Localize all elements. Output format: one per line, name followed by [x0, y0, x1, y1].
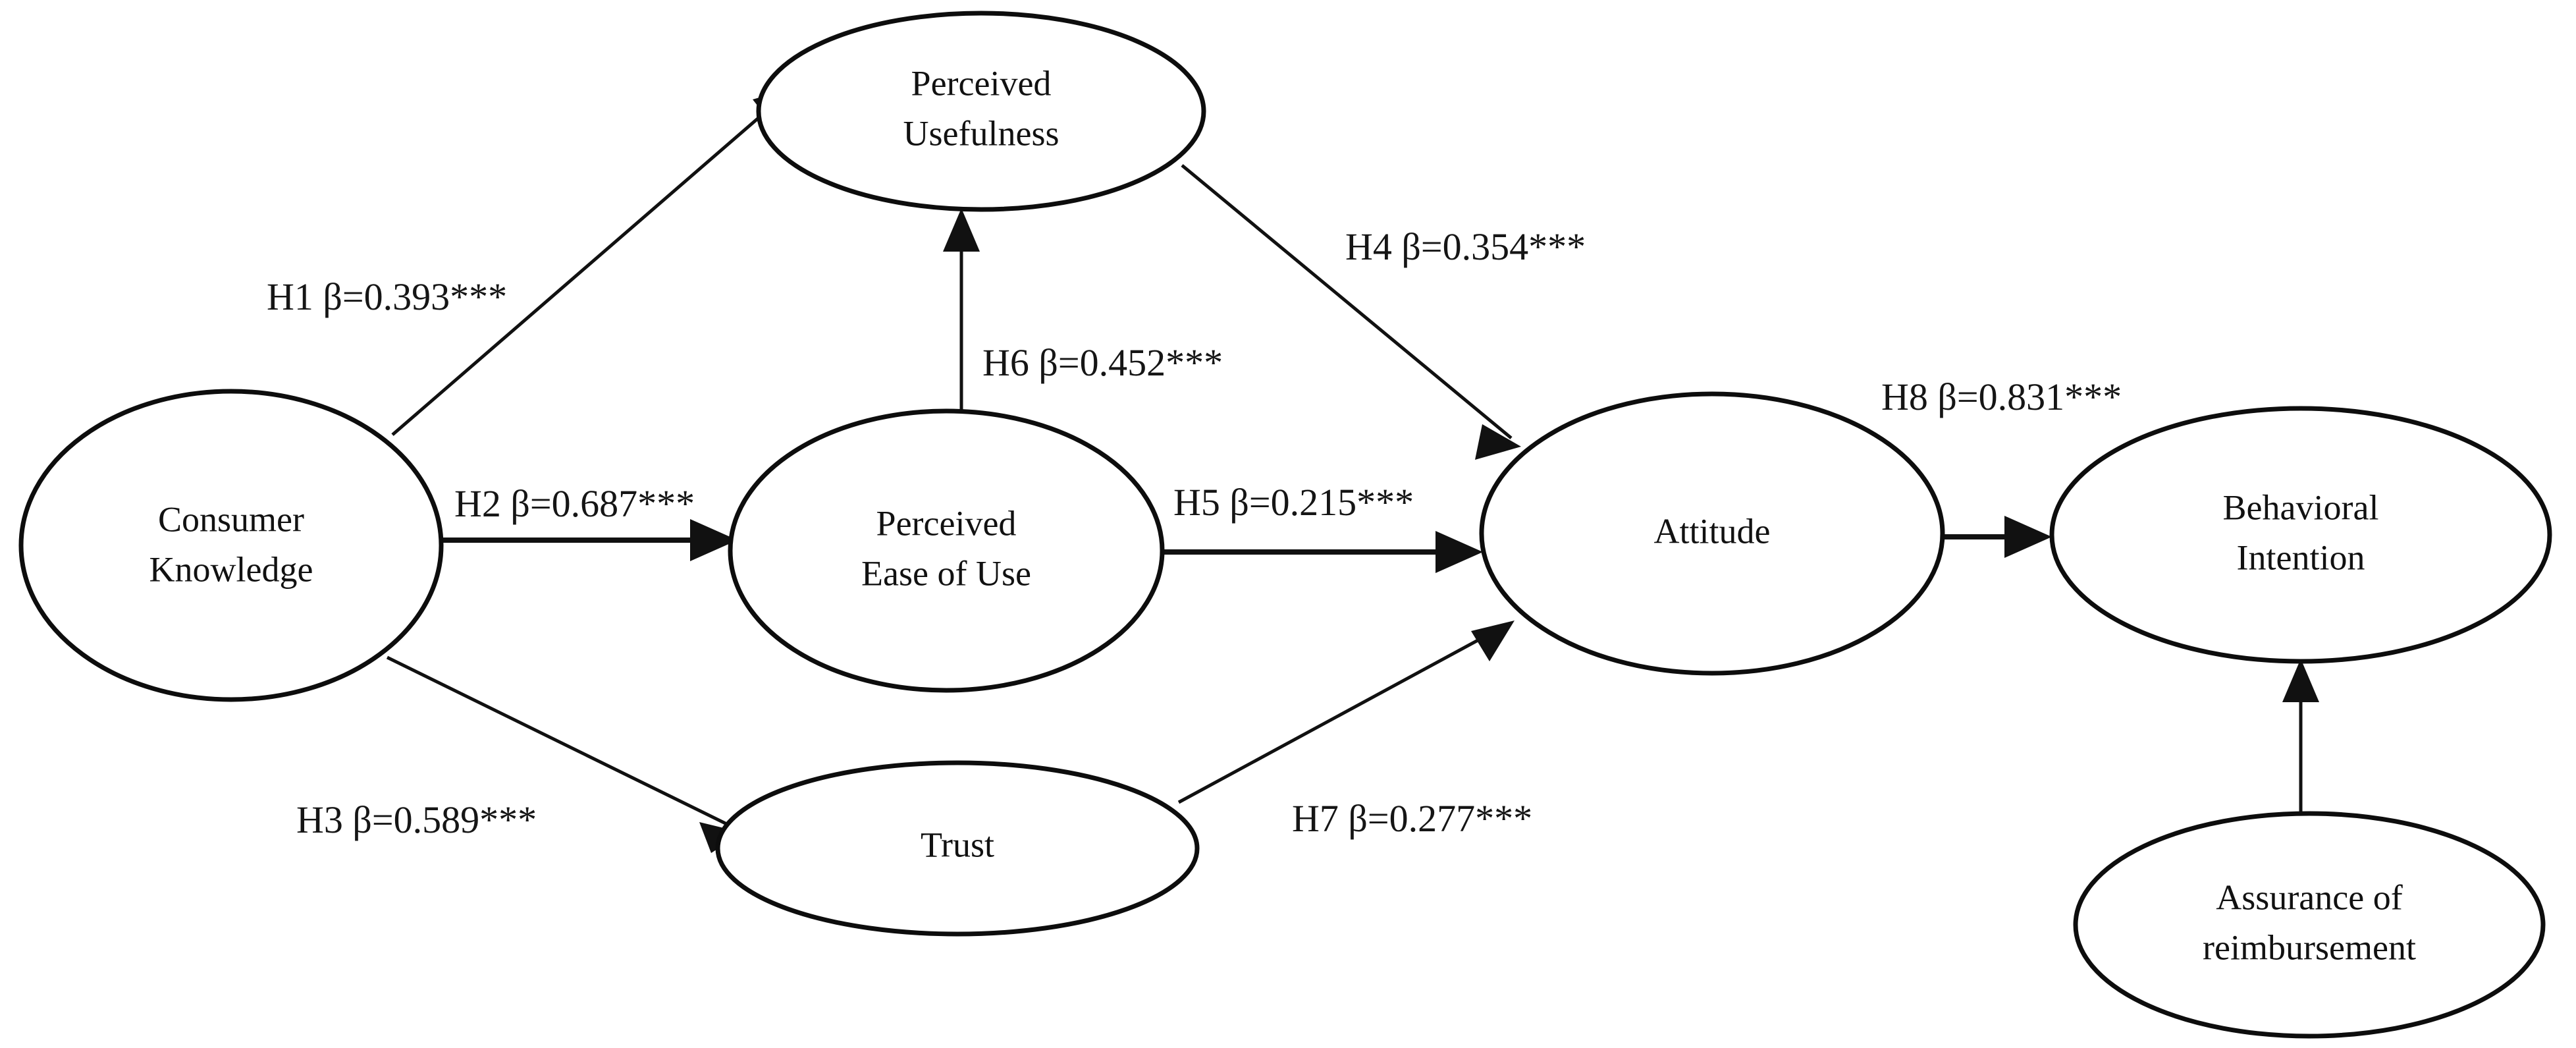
- path-h5: [1160, 531, 1483, 573]
- path-h1: [391, 86, 795, 436]
- path-h3-line: [386, 655, 738, 831]
- path-label-h2: H2 β=0.687***: [454, 482, 695, 525]
- path-label-h6: H6 β=0.452***: [982, 341, 1223, 384]
- path-label-h7: H7 β=0.277***: [1292, 797, 1532, 840]
- node-behavioral-intention-label-line1: Behavioral: [2223, 487, 2379, 527]
- node-perceived-ease-of-use-shape[interactable]: [728, 408, 1165, 693]
- node-assurance-of-reimbursement-shape[interactable]: [2073, 811, 2546, 1039]
- path-h7-arrowhead: [1471, 621, 1515, 661]
- path-h7: [1177, 621, 1515, 804]
- path-h2: [440, 519, 738, 561]
- node-perceived-usefulness[interactable]: Perceived Usefulness: [756, 11, 1206, 212]
- node-perceived-usefulness-shape[interactable]: [756, 11, 1206, 212]
- node-consumer-knowledge-label-line2: Knowledge: [149, 549, 313, 589]
- node-perceived-usefulness-label-line2: Usefulness: [903, 113, 1060, 153]
- node-behavioral-intention-label-line2: Intention: [2237, 538, 2365, 577]
- path-h8: [1941, 516, 2052, 558]
- node-attitude-label: Attitude: [1654, 511, 1771, 551]
- node-attitude[interactable]: Attitude: [1479, 391, 1945, 676]
- path-h4-line: [1181, 164, 1513, 439]
- path-assurance-arrowhead: [2282, 659, 2319, 702]
- node-consumer-knowledge-shape[interactable]: [18, 389, 444, 702]
- node-consumer-knowledge-label-line1: Consumer: [158, 499, 304, 539]
- node-assurance-of-reimbursement-label-line2: reimbursement: [2203, 927, 2416, 967]
- path-h6: [943, 208, 980, 412]
- node-perceived-ease-of-use[interactable]: Perceived Ease of Use: [728, 408, 1165, 693]
- path-label-h5: H5 β=0.215***: [1173, 481, 1414, 524]
- node-perceived-usefulness-label-line1: Perceived: [911, 63, 1052, 103]
- node-consumer-knowledge[interactable]: Consumer Knowledge: [18, 389, 444, 702]
- path-h6-arrowhead: [943, 208, 980, 252]
- path-h8-arrowhead: [2004, 516, 2052, 558]
- path-h2-arrowhead: [690, 519, 738, 561]
- path-h4-arrowhead: [1475, 424, 1521, 460]
- node-assurance-of-reimbursement-label-line1: Assurance of: [2216, 877, 2402, 917]
- path-label-h8: H8 β=0.831***: [1881, 375, 2122, 418]
- node-perceived-ease-of-use-label-line1: Perceived: [876, 503, 1017, 543]
- path-label-h1: H1 β=0.393***: [267, 275, 507, 318]
- node-attitude-shape[interactable]: [1479, 391, 1945, 676]
- node-behavioral-intention[interactable]: Behavioral Intention: [2049, 406, 2552, 664]
- path-h4: [1181, 164, 1521, 460]
- node-trust-shape[interactable]: [715, 760, 1200, 937]
- path-label-h4: H4 β=0.354***: [1345, 225, 1586, 268]
- path-h7-line: [1177, 624, 1506, 804]
- node-trust-label: Trust: [921, 825, 994, 864]
- path-h5-arrowhead: [1436, 531, 1483, 573]
- node-trust[interactable]: Trust: [715, 760, 1200, 937]
- path-label-h3: H3 β=0.589***: [296, 798, 537, 841]
- path-assurance-to-behavioral-intention: [2282, 659, 2319, 817]
- node-perceived-ease-of-use-label-line2: Ease of Use: [861, 553, 1031, 593]
- path-h1-line: [391, 86, 795, 436]
- node-assurance-of-reimbursement[interactable]: Assurance of reimbursement: [2073, 811, 2546, 1039]
- node-behavioral-intention-shape[interactable]: [2049, 406, 2552, 664]
